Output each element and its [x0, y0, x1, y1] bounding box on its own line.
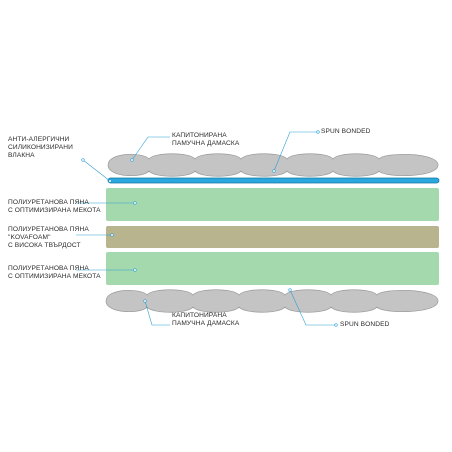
- leader-dot: [133, 268, 137, 272]
- leader-dot: [81, 158, 85, 162]
- label-damask-bottom: КАПИТОНИРАНА ПАМУЧНА ДАМАСКА: [172, 312, 240, 328]
- quilted-damask-bottom-layer: [105, 289, 439, 313]
- label-foam-top: ПОЛИУРЕТАНОВА ПЯНА С ОПТИМИЗИРАНА МЕКОТА: [8, 199, 101, 215]
- label-damask-top: КАПИТОНИРАНА ПАМУЧНА ДАМАСКА: [172, 132, 240, 148]
- label-fibers: АНТИ-АЛЕРГИЧНИ СИЛИКОНИЗИРАНИ ВЛАКНА: [8, 136, 73, 160]
- leader-dot: [316, 130, 320, 134]
- leader-dot: [334, 323, 338, 327]
- label-spun-bottom: SPUN BONDED: [340, 321, 390, 328]
- leader-damask-bottom: [144, 300, 170, 326]
- leader-fibers: [82, 159, 111, 182]
- leader-dot: [288, 288, 292, 292]
- leader-dot: [143, 299, 147, 303]
- leader-damask-top: [131, 136, 170, 161]
- label-kovafoam: ПОЛИУРЕТАНОВА ПЯНА "KOVAFOAM" С ВИСОКА Т…: [8, 226, 89, 250]
- soft-foam-bottom-layer: [106, 252, 439, 285]
- leader-spun-top: [273, 131, 318, 172]
- leader-lines: [76, 131, 336, 326]
- quilted-damask-top-layer: [107, 153, 439, 177]
- leader-dot: [108, 179, 112, 183]
- silicone-fiber-layer: [107, 177, 440, 184]
- soft-foam-top-layer: [106, 188, 439, 221]
- leader-endpoints: [81, 130, 338, 327]
- kovafoam-hard-layer: [106, 226, 439, 248]
- label-foam-bottom: ПОЛИУРЕТАНОВА ПЯНА С ОПТИМИЗИРАНА МЕКОТА: [8, 265, 101, 281]
- leader-dot: [133, 201, 137, 205]
- leader-dot: [110, 233, 114, 237]
- leader-dot: [130, 158, 134, 162]
- leader-dot: [272, 169, 276, 173]
- label-spun-top: SPUN BONDED: [321, 128, 371, 135]
- leader-spun-bottom: [289, 289, 336, 326]
